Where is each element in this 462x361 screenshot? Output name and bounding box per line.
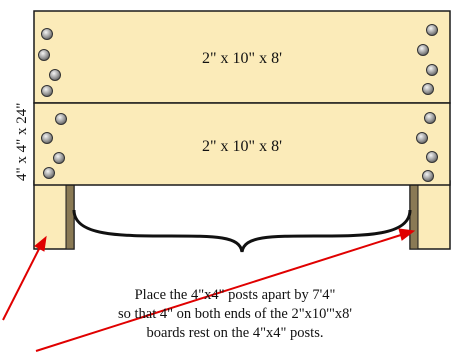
note-line: boards rest on the 4"x4" posts. (146, 325, 324, 341)
right-post (409, 180, 451, 250)
bolt-icon (38, 49, 50, 61)
bolt-icon (41, 85, 53, 97)
bolt-icon (53, 152, 65, 164)
bolt-icon (426, 64, 438, 76)
bolt-icon (55, 113, 67, 125)
bolt-icon (426, 24, 438, 36)
bolt-icon (41, 132, 53, 144)
bolt-icon (422, 170, 434, 182)
bolt-icon (417, 44, 429, 56)
pointer-arrows (2, 228, 416, 352)
bolt-icon (424, 112, 436, 124)
bolt-icon (416, 132, 428, 144)
note-line: so that 4" on both ends of the 2"x10'"x8… (117, 306, 353, 322)
top-board-label: 2" x 10" x 8' (202, 50, 282, 67)
bolt-icon (41, 28, 53, 40)
bolt-icon (49, 69, 61, 81)
bottom-board: 2" x 10" x 8' (33, 102, 451, 186)
span-brace (72, 209, 412, 253)
arrow-to-left-post (2, 246, 41, 321)
arrow-to-right-post (35, 233, 405, 352)
bolt-icon (426, 151, 438, 163)
bolts (38, 24, 438, 182)
left-post (33, 180, 75, 250)
instruction-note: Place the 4"x4" posts apart by 7'4" so t… (60, 286, 410, 343)
arrowhead-icon (34, 235, 47, 252)
bolt-icon (422, 83, 434, 95)
note-line: Place the 4"x4" posts apart by 7'4" (134, 287, 336, 303)
bolt-icon (43, 167, 55, 179)
post-dimension-label: 4" x 4" x 24" (14, 103, 30, 181)
top-board: 2" x 10" x 8' (33, 10, 451, 104)
bottom-board-label: 2" x 10" x 8' (202, 138, 282, 155)
arrowhead-icon (398, 228, 416, 241)
